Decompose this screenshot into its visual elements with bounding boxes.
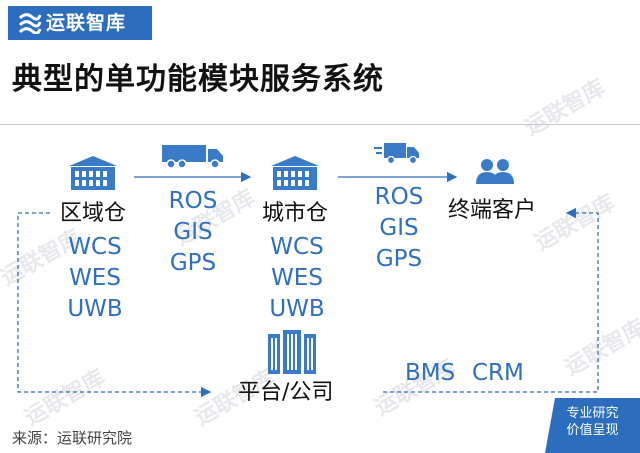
logo-wave-icon: [18, 13, 42, 34]
delivery-systems: ROS GIS GPS: [366, 183, 432, 273]
system-label: WES: [271, 265, 323, 291]
truck-icon: [162, 145, 223, 169]
regional-warehouse-label: 区域仓: [60, 201, 127, 226]
office-building-icon: [268, 330, 316, 374]
system-label: WCS: [68, 234, 122, 260]
logo: 运联智库: [8, 6, 152, 40]
dashed-loop-right: [383, 207, 599, 393]
platform-system-bms: BMS: [405, 360, 456, 386]
platform-label: 平台/公司: [238, 380, 334, 405]
badge-shape: [545, 398, 640, 453]
delivery-truck-icon: [374, 143, 419, 165]
page-title: 典型的单功能模块服务系统: [12, 62, 384, 97]
system-label: WES: [69, 265, 121, 291]
system-label: GIS: [379, 215, 419, 241]
system-label: UWB: [67, 296, 123, 322]
trunk-systems: ROS GIS GPS: [160, 187, 226, 277]
city-warehouse-label: 城市仓: [262, 201, 329, 226]
platform-system-crm: CRM: [472, 360, 524, 386]
end-customer-label: 终端客户: [448, 198, 537, 223]
system-label: GPS: [375, 246, 423, 272]
badge-line: 专业研究: [566, 406, 619, 421]
system-label: GPS: [169, 250, 217, 276]
badge-text: 专业研究 价值呈现: [555, 405, 630, 439]
users-icon: [476, 159, 514, 184]
warehouse-icon: [271, 156, 319, 190]
logo-text: 运联智库: [46, 12, 127, 34]
warehouse-icon: [69, 156, 117, 190]
city-warehouse-systems: WCS WES UWB: [264, 233, 330, 323]
dashed-loop-left: [17, 212, 212, 398]
system-label: ROS: [168, 188, 218, 214]
system-label: ROS: [374, 184, 424, 210]
badge-line: 价值呈现: [566, 423, 619, 438]
divider: [0, 124, 640, 125]
system-label: WCS: [270, 234, 324, 260]
source-note: 来源：运联研究院: [12, 429, 133, 447]
system-label: GIS: [173, 219, 213, 245]
system-label: UWB: [269, 296, 325, 322]
regional-warehouse-systems: WCS WES UWB: [62, 233, 128, 323]
